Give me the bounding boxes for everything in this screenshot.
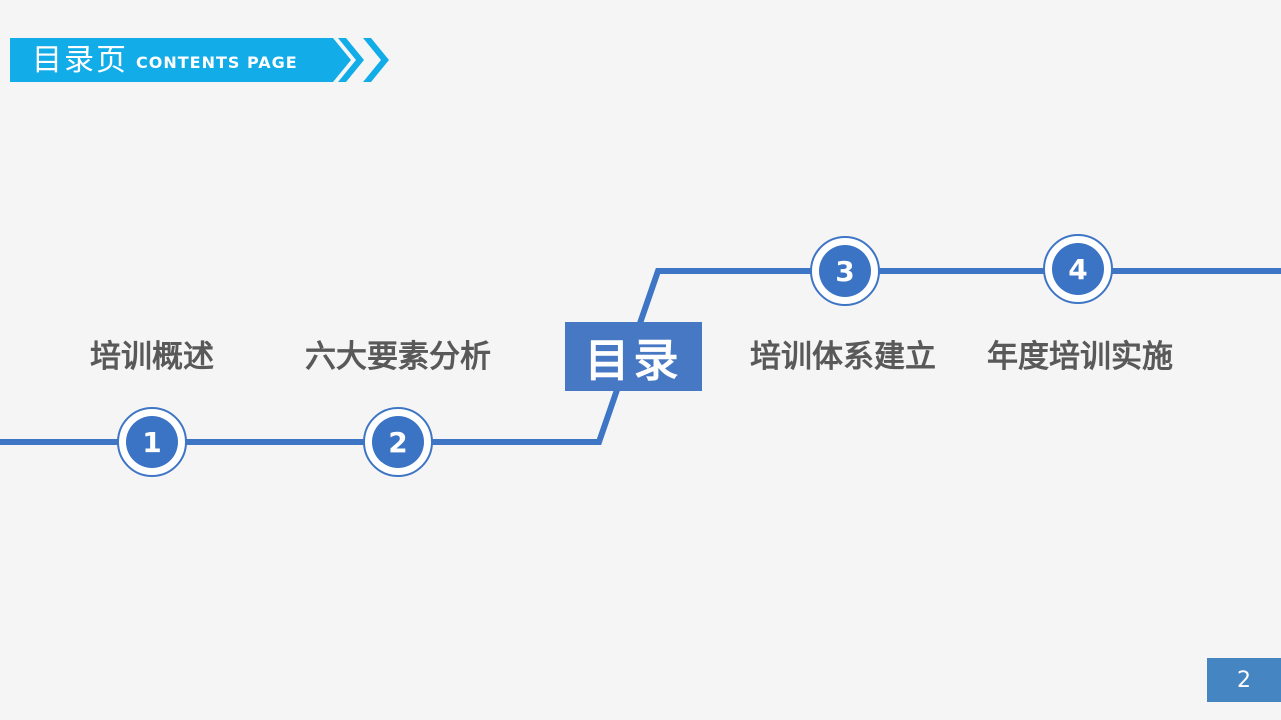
header-title-cn: 目录页	[32, 43, 128, 78]
timeline-node-3-number: 3	[819, 245, 871, 297]
timeline-node-2: 2	[363, 407, 433, 477]
header-title-en: CONTENTS PAGE	[136, 53, 298, 72]
header-bar-shape	[10, 38, 351, 82]
section-label-training-system-setup: 培训体系建立	[750, 339, 936, 375]
timeline-node-2-number: 2	[372, 416, 424, 468]
section-label-annual-training-implementation: 年度培训实施	[987, 339, 1173, 375]
page-number: 2	[1237, 667, 1251, 693]
header-banner	[10, 38, 389, 82]
section-label-training-overview: 培训概述	[90, 339, 214, 375]
toc-box-label: 目录	[584, 334, 683, 387]
timeline-node-4-number: 4	[1052, 243, 1104, 295]
timeline-node-3: 3	[810, 236, 880, 306]
toc-box: 目录	[565, 322, 702, 391]
chevron-icon	[338, 38, 364, 82]
timeline-node-1-number: 1	[126, 416, 178, 468]
section-label-six-elements-analysis: 六大要素分析	[305, 339, 491, 375]
timeline-node-4: 4	[1043, 234, 1113, 304]
timeline-node-1: 1	[117, 407, 187, 477]
chevron-icon	[363, 38, 389, 82]
page-number-box: 2	[1207, 658, 1281, 702]
